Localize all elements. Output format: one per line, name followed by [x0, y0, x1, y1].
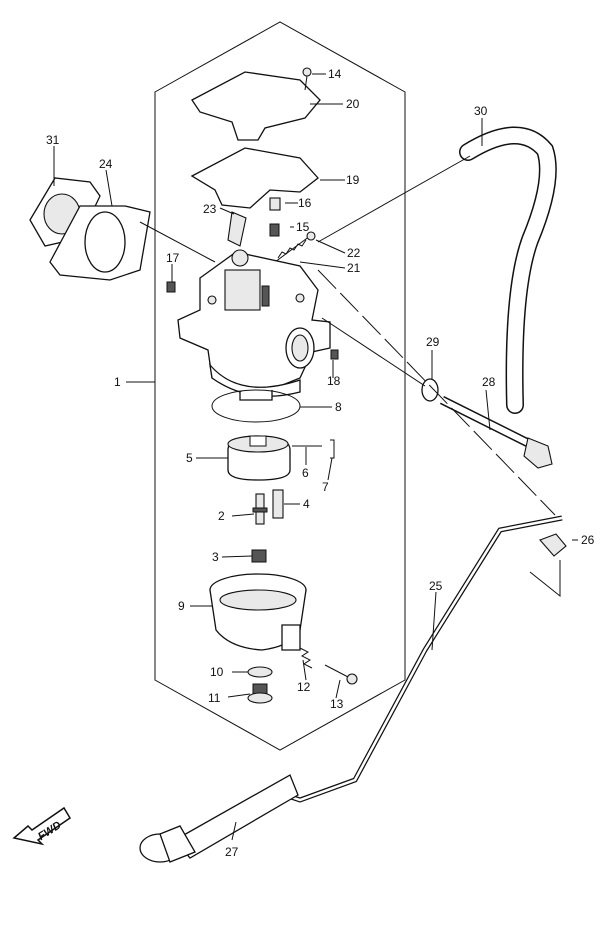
callout-31: 31: [46, 133, 60, 147]
callout-25: 25: [429, 579, 443, 593]
fuel-hose-30-inner: [460, 128, 556, 413]
drain-screw-11: [247, 683, 273, 704]
choke-rod-25: [284, 515, 563, 803]
jet-3: [251, 549, 267, 563]
idle-screw-22: [274, 231, 316, 263]
callout-17: 17: [166, 251, 180, 265]
main-jet-2: [252, 493, 268, 525]
callout-20: 20: [346, 97, 360, 111]
callout-21: 21: [347, 261, 361, 275]
spring-12: [299, 647, 313, 669]
gasket-24: [49, 205, 151, 281]
choke-knob-27: [139, 774, 299, 863]
float-5: [227, 435, 291, 481]
o-ring-8: [211, 389, 301, 423]
clip-7: [330, 439, 335, 459]
screw-14: [302, 67, 312, 91]
callout-8: 8: [335, 400, 342, 414]
washer-10: [247, 666, 273, 678]
callout-2: 2: [218, 509, 225, 523]
callout-13: 13: [330, 697, 344, 711]
jet-17: [166, 281, 176, 293]
link-23: [227, 211, 247, 247]
callout-3: 3: [212, 550, 219, 564]
callout-6: 6: [302, 466, 309, 480]
callout-24: 24: [99, 157, 113, 171]
callout-11: 11: [208, 691, 221, 705]
callout-29: 29: [426, 335, 440, 349]
fwd-direction-badge: FWD: [12, 806, 72, 846]
callout-28: 28: [482, 375, 496, 389]
assembly-frame: [154, 21, 406, 751]
screw-18: [330, 349, 339, 360]
callout-12: 12: [297, 680, 311, 694]
needle-valve-4: [272, 489, 284, 519]
callout-15: 15: [296, 220, 310, 234]
plug-15: [269, 223, 280, 237]
callout-18: 18: [327, 374, 341, 388]
callout-7: 7: [322, 480, 329, 494]
screw-16: [269, 197, 281, 211]
carburetor-body: [177, 249, 331, 401]
callout-4: 4: [303, 497, 310, 511]
callout-9: 9: [178, 599, 185, 613]
choke-rod-25-inner: [284, 516, 563, 802]
gasket-19: [190, 147, 319, 209]
callout-19: 19: [346, 173, 360, 187]
callout-14: 14: [328, 67, 342, 81]
callout-10: 10: [210, 665, 224, 679]
callout-5: 5: [186, 451, 193, 465]
callout-16: 16: [298, 196, 312, 210]
float-bowl-9: [209, 573, 307, 651]
callout-23: 23: [203, 202, 217, 216]
callout-30: 30: [474, 104, 488, 118]
washer-29: [421, 378, 439, 402]
gasket-20: [191, 71, 321, 141]
callout-22: 22: [347, 246, 361, 260]
leader-lines: [53, 73, 578, 841]
callout-27: 27: [225, 845, 239, 859]
callout-1: 1: [114, 375, 121, 389]
clip-26: [539, 533, 567, 557]
callout-26: 26: [581, 533, 595, 547]
screw-13: [324, 664, 358, 685]
bolt-28: [439, 395, 553, 469]
